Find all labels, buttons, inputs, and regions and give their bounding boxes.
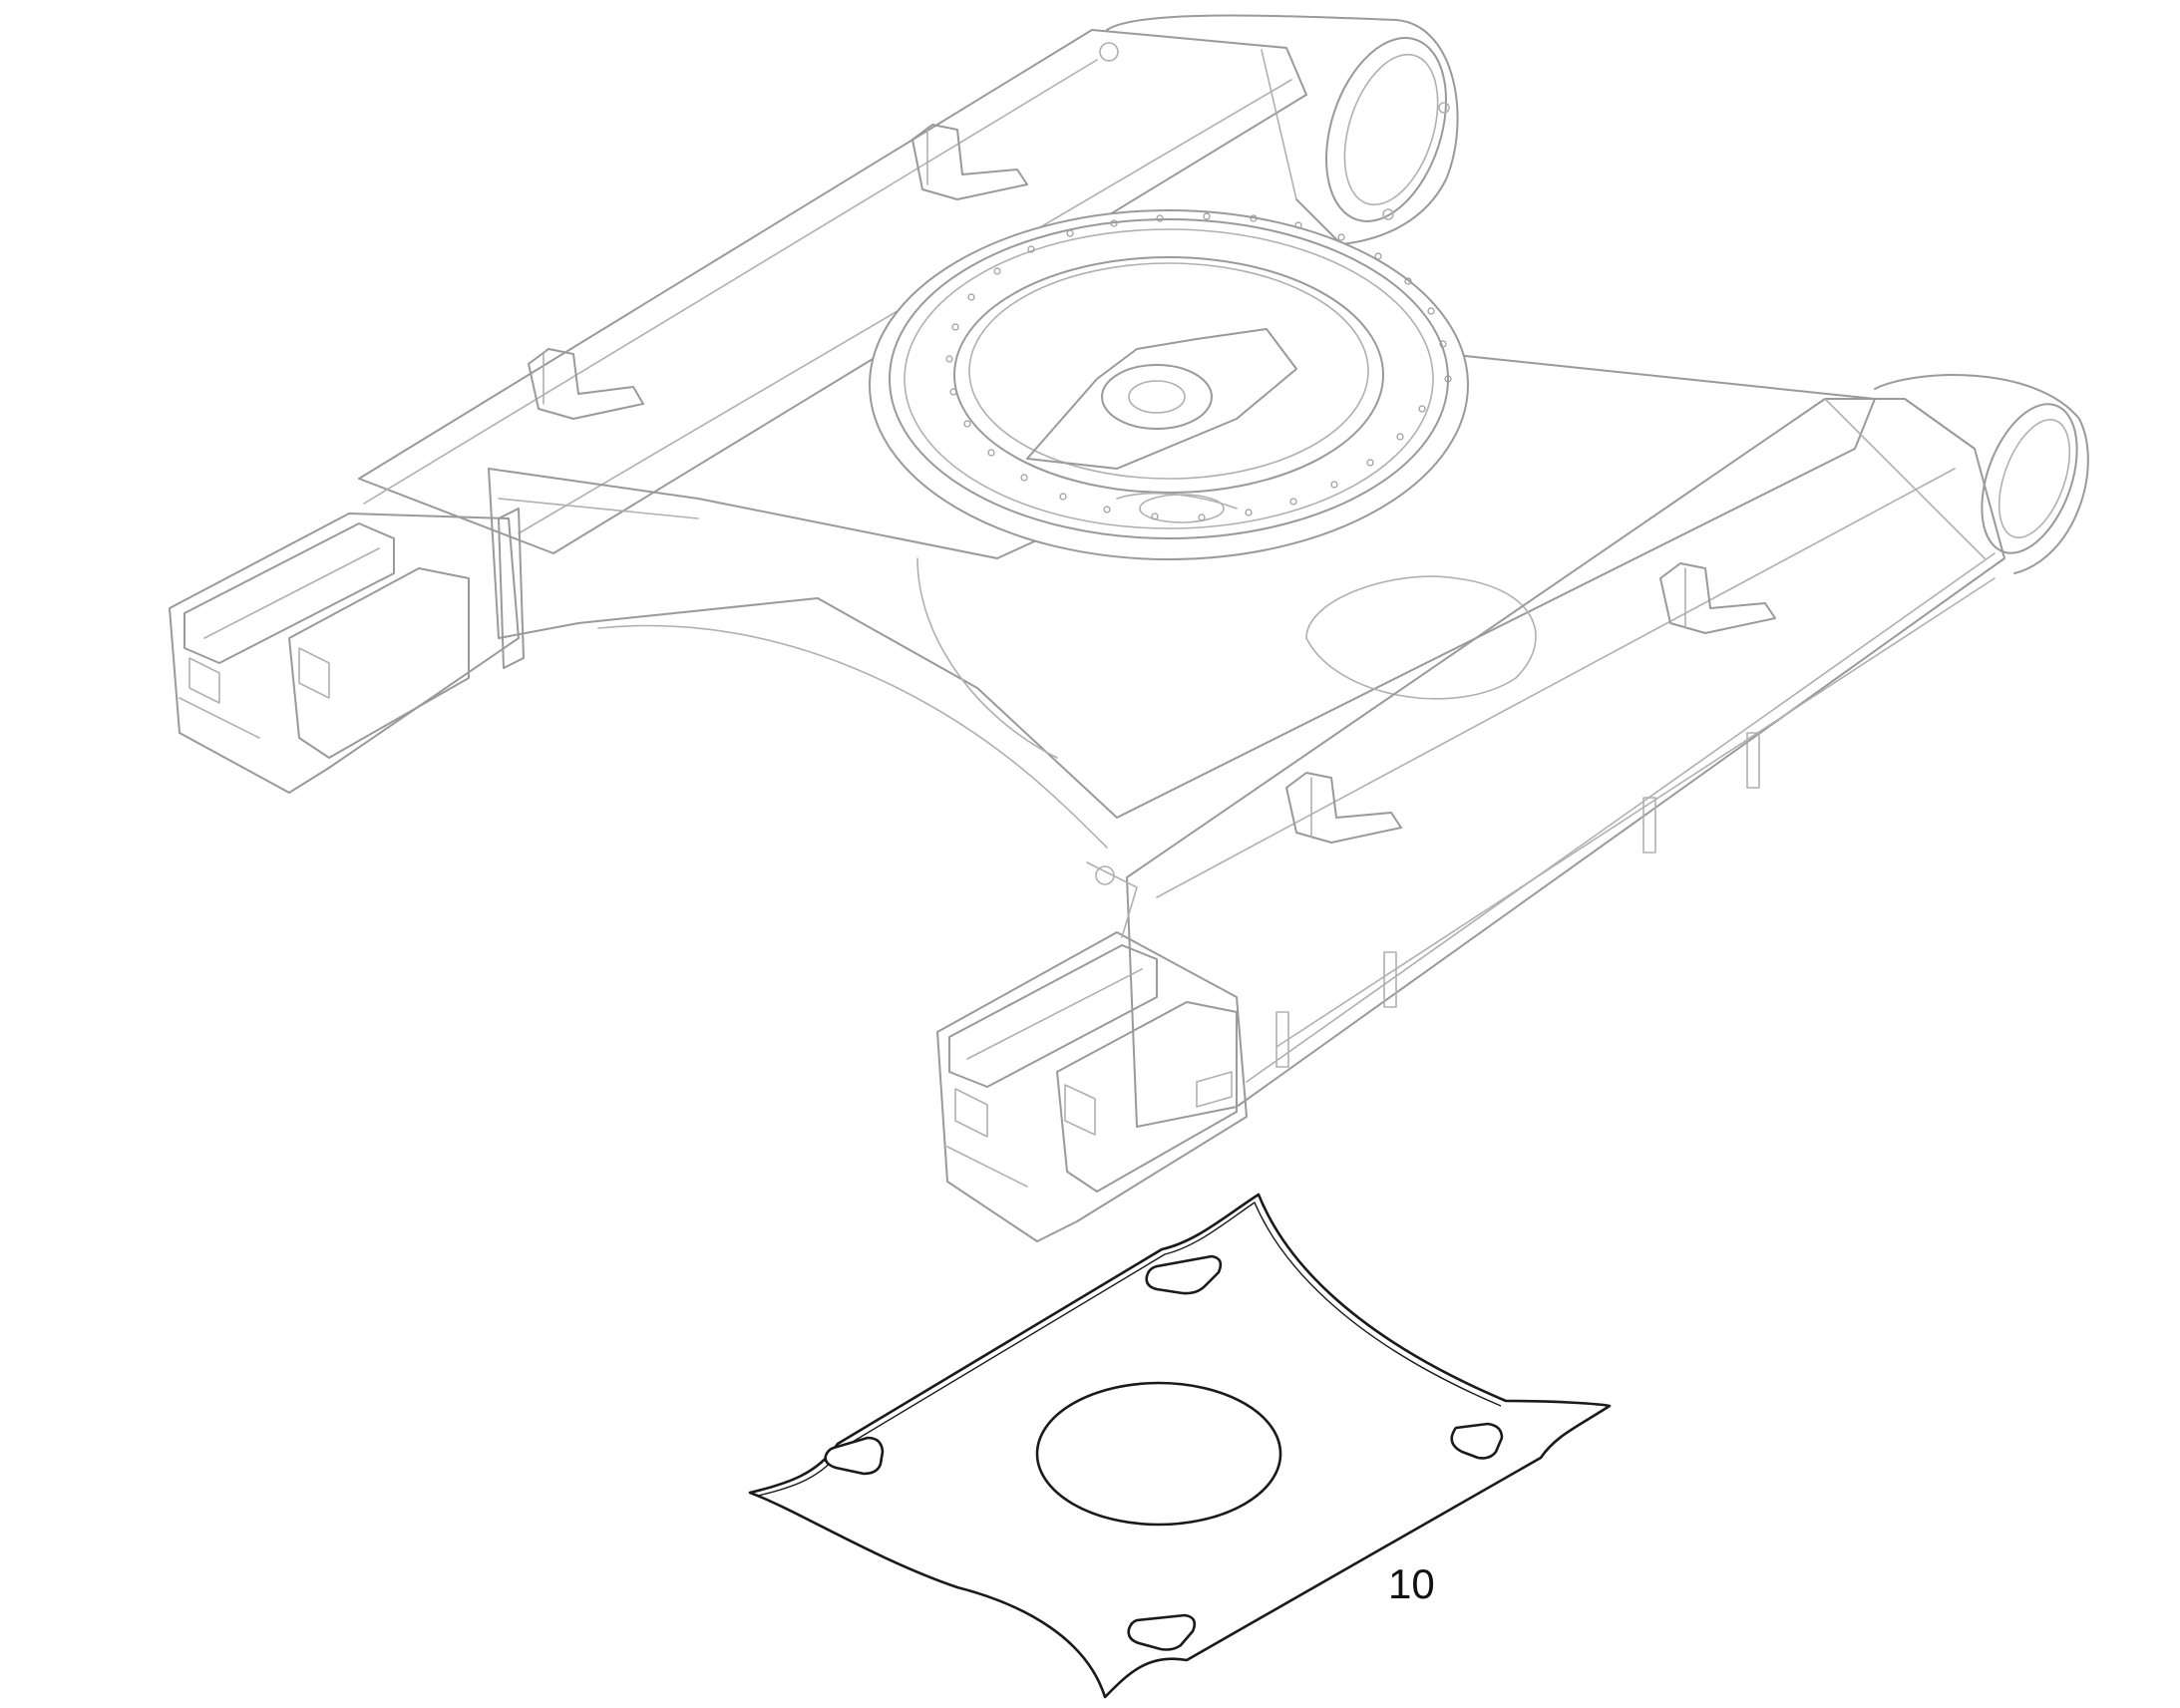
shim-plate bbox=[748, 1193, 1612, 1699]
front-track-rail bbox=[1126, 374, 2089, 1128]
slot-bottom bbox=[1127, 1613, 1197, 1651]
slot-top bbox=[1145, 1254, 1223, 1295]
bolt-circle bbox=[945, 212, 1452, 521]
slot-right bbox=[1450, 1422, 1504, 1460]
undercarriage-frame bbox=[169, 14, 2089, 1242]
center-carbody bbox=[488, 353, 1876, 849]
swing-bearing bbox=[869, 209, 1469, 560]
right-track-end bbox=[936, 861, 1248, 1242]
part-callout-10: 10 bbox=[1388, 1560, 1435, 1607]
left-track-end bbox=[169, 508, 525, 794]
center-bore bbox=[1035, 1381, 1282, 1527]
slot-left bbox=[824, 1436, 885, 1476]
